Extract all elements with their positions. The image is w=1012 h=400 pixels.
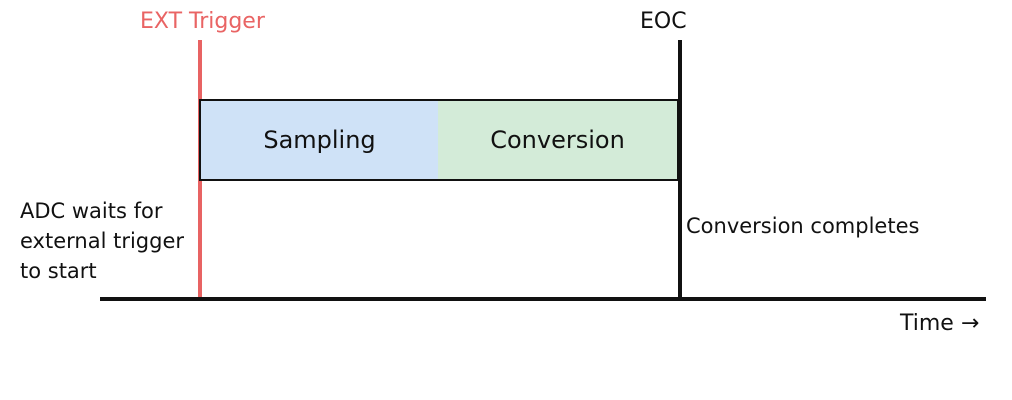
sampling-phase-label: Sampling (263, 126, 376, 154)
conversion-phase-label: Conversion (490, 126, 625, 154)
trigger-wait-note-line-1: ADC waits for (20, 199, 163, 223)
time-axis-line (100, 297, 986, 301)
conversion-complete-note: Conversion completes (686, 214, 920, 238)
ext-trigger-label: EXT Trigger (140, 9, 265, 34)
sampling-phase-box: Sampling (199, 99, 440, 181)
eoc-marker-line (678, 40, 682, 300)
trigger-wait-note-line-3: to start (20, 259, 97, 283)
trigger-wait-note: ADC waits for external trigger to start (20, 196, 184, 286)
eoc-label: EOC (640, 9, 687, 34)
conversion-phase-box: Conversion (438, 99, 679, 181)
trigger-wait-note-line-2: external trigger (20, 229, 185, 253)
time-axis-label: Time → (900, 311, 980, 336)
